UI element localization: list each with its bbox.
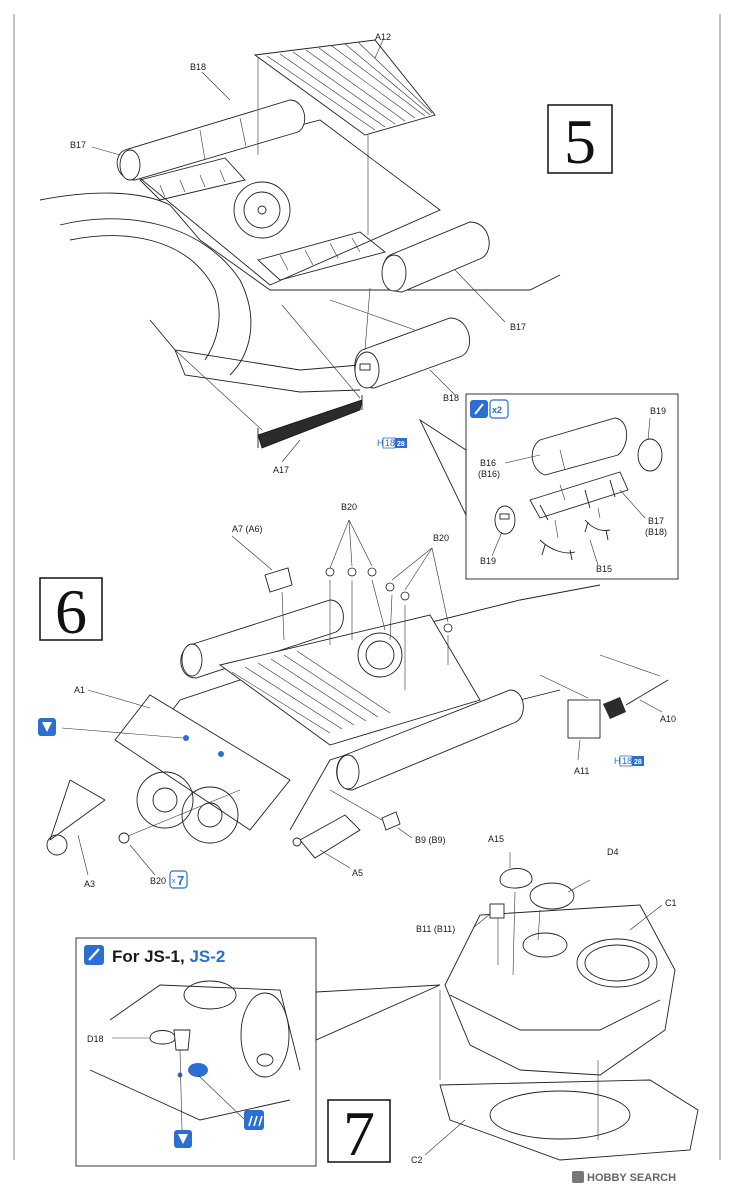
- label-b20-top: B20: [341, 502, 357, 512]
- b20-bolt-set: [329, 519, 449, 690]
- label-a11: A11: [574, 766, 589, 776]
- step5-assembly: [39, 39, 561, 463]
- label-a15: A15: [488, 834, 504, 844]
- label-d4: D4: [607, 847, 619, 857]
- label-c1: C1: [665, 898, 677, 908]
- ref-badge-h18-28-top: H 18 28: [377, 437, 407, 449]
- fuel-tank-subassembly-inset: x2 B19 B16 (B16) B17 (B18) B19 B15: [418, 393, 679, 580]
- label-b18-alt: (B18): [645, 527, 667, 537]
- watermark: HOBBY SEARCH: [572, 1171, 676, 1184]
- label-b17-right: B17: [510, 322, 526, 332]
- ref-badge-h18-28-step6: H 18 28: [614, 755, 644, 767]
- step-7-number: 7: [343, 1098, 375, 1169]
- step7-assembly: 7: [327, 852, 699, 1169]
- svg-text:H: H: [377, 438, 384, 448]
- step-6-number: 6: [55, 576, 87, 647]
- label-b11: B11 (B11): [416, 924, 455, 934]
- part-a11-box: [567, 699, 601, 739]
- label-a17: A17: [273, 465, 289, 475]
- label-b20-right: B20: [433, 533, 449, 543]
- quantity-badge-x7: x 7: [169, 870, 188, 889]
- engine-grille-a12: [253, 39, 436, 235]
- step-7-badge: [327, 1099, 391, 1163]
- svg-text:x: x: [172, 878, 176, 885]
- label-a7: A7 (A6): [232, 524, 263, 534]
- svg-text:18: 18: [385, 438, 395, 448]
- svg-text:H: H: [614, 756, 621, 766]
- svg-text:28: 28: [634, 759, 642, 766]
- label-b19-bottom: B19: [480, 556, 496, 566]
- fuel-tank-b18-bottom: [354, 317, 471, 389]
- label-a5: A5: [352, 868, 363, 878]
- svg-text:28: 28: [397, 441, 405, 448]
- step-5-badge: 5: [547, 104, 613, 177]
- step-6-badge: [39, 577, 103, 641]
- label-b19-top: B19: [650, 406, 666, 416]
- fuel-tank-b17-right: [381, 221, 490, 293]
- variant-header: For JS-1, JS-2: [112, 947, 225, 966]
- part-a17: [257, 395, 363, 449]
- label-b18: B18: [190, 62, 206, 72]
- label-b17: B17: [70, 140, 86, 150]
- svg-text:HOBBY SEARCH: HOBBY SEARCH: [587, 1172, 676, 1184]
- step6-assembly: 6: [38, 519, 669, 876]
- label-a3: A3: [84, 879, 95, 889]
- label-a10: A10: [660, 714, 676, 724]
- js-variant-inset: For JS-1, JS-2 D18: [75, 937, 441, 1167]
- label-b16-alt: (B16): [478, 469, 500, 479]
- label-b15: B15: [596, 564, 612, 574]
- step-5-number: 5: [564, 106, 596, 177]
- label-b18-bottom: B18: [443, 393, 459, 403]
- label-d18: D18: [87, 1034, 104, 1044]
- svg-text:18: 18: [622, 756, 632, 766]
- svg-text:7: 7: [177, 873, 184, 888]
- label-b16: B16: [480, 458, 496, 468]
- quantity-badge: [489, 399, 509, 419]
- svg-text:x2: x2: [492, 405, 502, 415]
- label-a1: A1: [74, 685, 85, 695]
- label-a12: A12: [375, 32, 391, 42]
- label-b17-inset: B17: [648, 516, 664, 526]
- hobby-search-logo-icon: [572, 1171, 584, 1183]
- label-b20-lower: B20: [150, 876, 166, 886]
- label-c2: C2: [411, 1155, 423, 1165]
- label-b9: B9 (B9): [415, 835, 446, 845]
